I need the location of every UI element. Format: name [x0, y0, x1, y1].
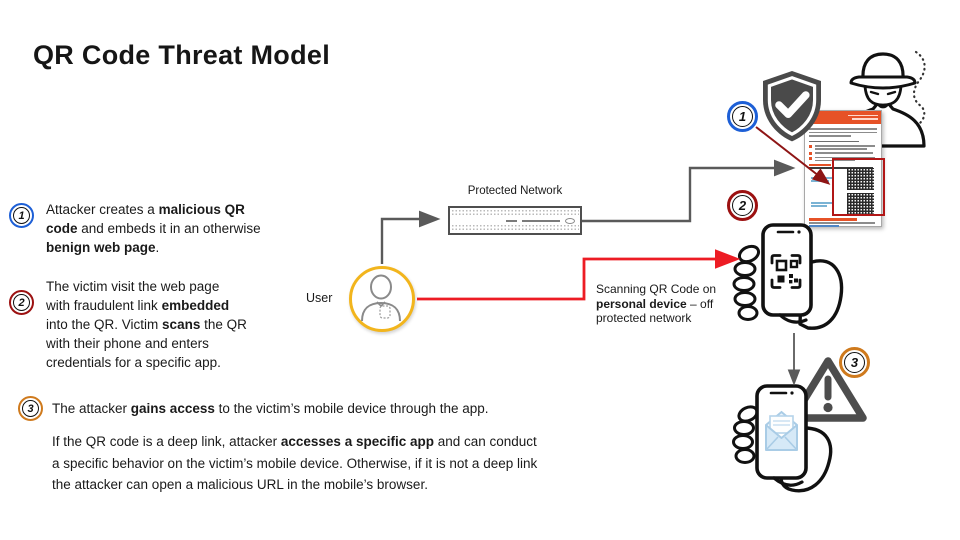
- flyer-header-band: [805, 111, 881, 124]
- qr-phone-in-hand-icon: [732, 223, 844, 330]
- user-label: User: [306, 291, 333, 305]
- step-2-badge: 2: [9, 290, 34, 315]
- appliance-texture-bottom: [451, 224, 579, 232]
- appliance-slot-small: [506, 220, 517, 222]
- flow-badge-3: 3: [839, 347, 870, 378]
- flyer-orange-line: [809, 163, 831, 166]
- flow-badge-3-number: 3: [844, 352, 865, 373]
- flyer-header-line: [848, 114, 878, 116]
- flyer-footer-heading: [809, 218, 857, 221]
- user-avatar: [349, 266, 415, 332]
- envelope-phone-in-hand-icon: [732, 384, 833, 493]
- protected-network-appliance: [448, 206, 582, 235]
- arrow-user-to-network: [380, 210, 441, 264]
- warning-triangle-icon: [789, 357, 867, 422]
- flow-badge-1-number: 1: [732, 106, 753, 127]
- qr-highlight-box: [832, 158, 885, 216]
- flow-badge-2: 2: [727, 190, 758, 221]
- step-1-badge: 1: [9, 203, 34, 228]
- flyer-qr-code-1: [847, 168, 874, 190]
- step-3-badge: 3: [18, 396, 43, 421]
- step-3-text: The attacker gains access to the victim’…: [52, 401, 489, 416]
- flow-badge-1: 1: [727, 101, 758, 132]
- flyer-header-line: [852, 118, 878, 120]
- protected-network-label: Protected Network: [467, 185, 563, 197]
- shield-check-icon: [763, 71, 821, 142]
- appliance-slot-large: [522, 220, 560, 222]
- flow-badge-2-number: 2: [732, 195, 753, 216]
- user-person-icon: [361, 274, 401, 322]
- open-envelope-icon: [765, 410, 798, 451]
- step-1-badge-number: 1: [13, 207, 30, 224]
- step-2-badge-number: 2: [13, 294, 30, 311]
- closing-text: If the QR code is a deep link, attacker …: [52, 434, 538, 492]
- page-title: QR Code Threat Model: [33, 40, 331, 70]
- appliance-texture-top: [451, 209, 579, 217]
- arrow-network-to-flyer: [582, 159, 796, 223]
- appliance-port-oval: [565, 217, 575, 224]
- flyer-qr-code-2: [847, 193, 874, 215]
- step-3-badge-number: 3: [22, 400, 39, 417]
